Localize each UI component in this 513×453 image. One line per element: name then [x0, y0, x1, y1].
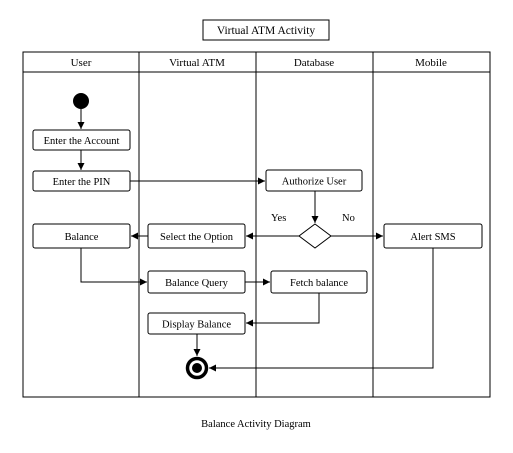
flow-balance-to-query: [80, 248, 147, 286]
action-balance-query-label: Balance Query: [165, 278, 228, 289]
action-alert-sms: Alert SMS: [383, 223, 483, 249]
action-fetch-balance-label: Fetch balance: [290, 278, 348, 289]
action-authorize-user: Authorize User: [265, 169, 363, 192]
action-alert-sms-label: Alert SMS: [410, 232, 455, 243]
lane-header-database: Database: [294, 57, 334, 69]
decision-diamond: [298, 223, 332, 249]
action-enter-pin: Enter the PIN: [32, 170, 131, 192]
flow-fetch-to-display: [246, 293, 320, 327]
action-balance: Balance: [32, 223, 131, 249]
diagram-title: Virtual ATM Activity: [202, 19, 330, 41]
action-authorize-user-label: Authorize User: [282, 177, 347, 188]
swimlane-frame: [22, 51, 491, 398]
action-fetch-balance: Fetch balance: [270, 270, 368, 294]
action-select-option: Select the Option: [147, 223, 246, 249]
diagram-title-text: Virtual ATM Activity: [217, 25, 316, 37]
branch-label-no: No: [342, 213, 355, 224]
branch-label-yes: Yes: [271, 213, 286, 224]
action-enter-pin-label: Enter the PIN: [53, 177, 111, 188]
action-select-option-label: Select the Option: [160, 232, 234, 243]
lane-header-user: User: [71, 57, 92, 69]
diagram-caption: Balance Activity Diagram: [201, 419, 311, 430]
action-enter-account: Enter the Account: [32, 129, 131, 151]
final-node: [185, 356, 209, 380]
action-balance-query: Balance Query: [147, 270, 246, 294]
initial-node: [73, 93, 89, 109]
action-balance-label: Balance: [65, 232, 99, 243]
action-display-balance-label: Display Balance: [162, 320, 231, 331]
action-enter-account-label: Enter the Account: [44, 136, 120, 147]
flow-alert-to-end: [209, 248, 434, 372]
lane-header-mobile: Mobile: [415, 57, 447, 69]
action-display-balance: Display Balance: [147, 312, 246, 335]
lane-header-virtual-atm: Virtual ATM: [169, 57, 225, 69]
